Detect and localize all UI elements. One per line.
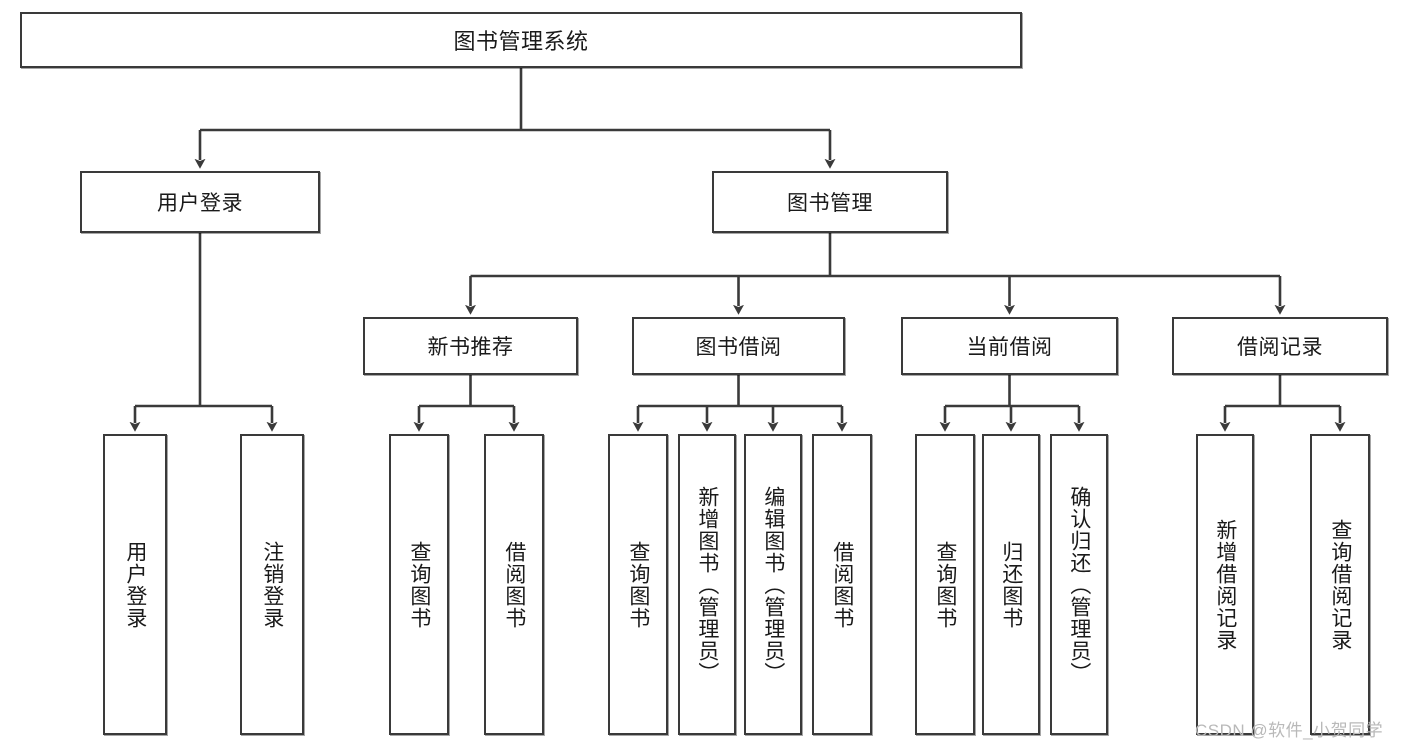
node-leaf-user-login[interactable]: 用户登录 xyxy=(103,434,167,735)
node-leaf-query-borrow-record[interactable]: 查询借阅记录 xyxy=(1310,434,1370,735)
node-leaf-add-borrow-record[interactable]: 新增借阅记录 xyxy=(1196,434,1254,735)
csdn-watermark: CSDN @软件_小贺同学 xyxy=(1195,721,1384,740)
node-leaf-query-book-rec[interactable]: 查询图书 xyxy=(389,434,449,735)
node-book-borrow[interactable]: 图书借阅 xyxy=(632,317,845,375)
node-leaf-edit-book-admin[interactable]: 编辑图书（管理员） xyxy=(744,434,802,735)
node-leaf-query-book-borrow[interactable]: 查询图书 xyxy=(608,434,668,735)
node-borrow-record[interactable]: 借阅记录 xyxy=(1172,317,1388,375)
node-new-book-recommend[interactable]: 新书推荐 xyxy=(363,317,578,375)
node-leaf-logout[interactable]: 注销登录 xyxy=(240,434,304,735)
node-book-management[interactable]: 图书管理 xyxy=(712,171,948,233)
node-leaf-confirm-return-admin[interactable]: 确认归还（管理员） xyxy=(1050,434,1108,735)
node-leaf-borrow-book[interactable]: 借阅图书 xyxy=(812,434,872,735)
node-leaf-query-book-current[interactable]: 查询图书 xyxy=(915,434,975,735)
node-user-login[interactable]: 用户登录 xyxy=(80,171,320,233)
node-leaf-borrow-book-rec[interactable]: 借阅图书 xyxy=(484,434,544,735)
node-leaf-return-book[interactable]: 归还图书 xyxy=(982,434,1040,735)
node-leaf-add-book-admin[interactable]: 新增图书（管理员） xyxy=(678,434,736,735)
node-current-borrow[interactable]: 当前借阅 xyxy=(901,317,1118,375)
node-root-system[interactable]: 图书管理系统 xyxy=(20,12,1022,68)
